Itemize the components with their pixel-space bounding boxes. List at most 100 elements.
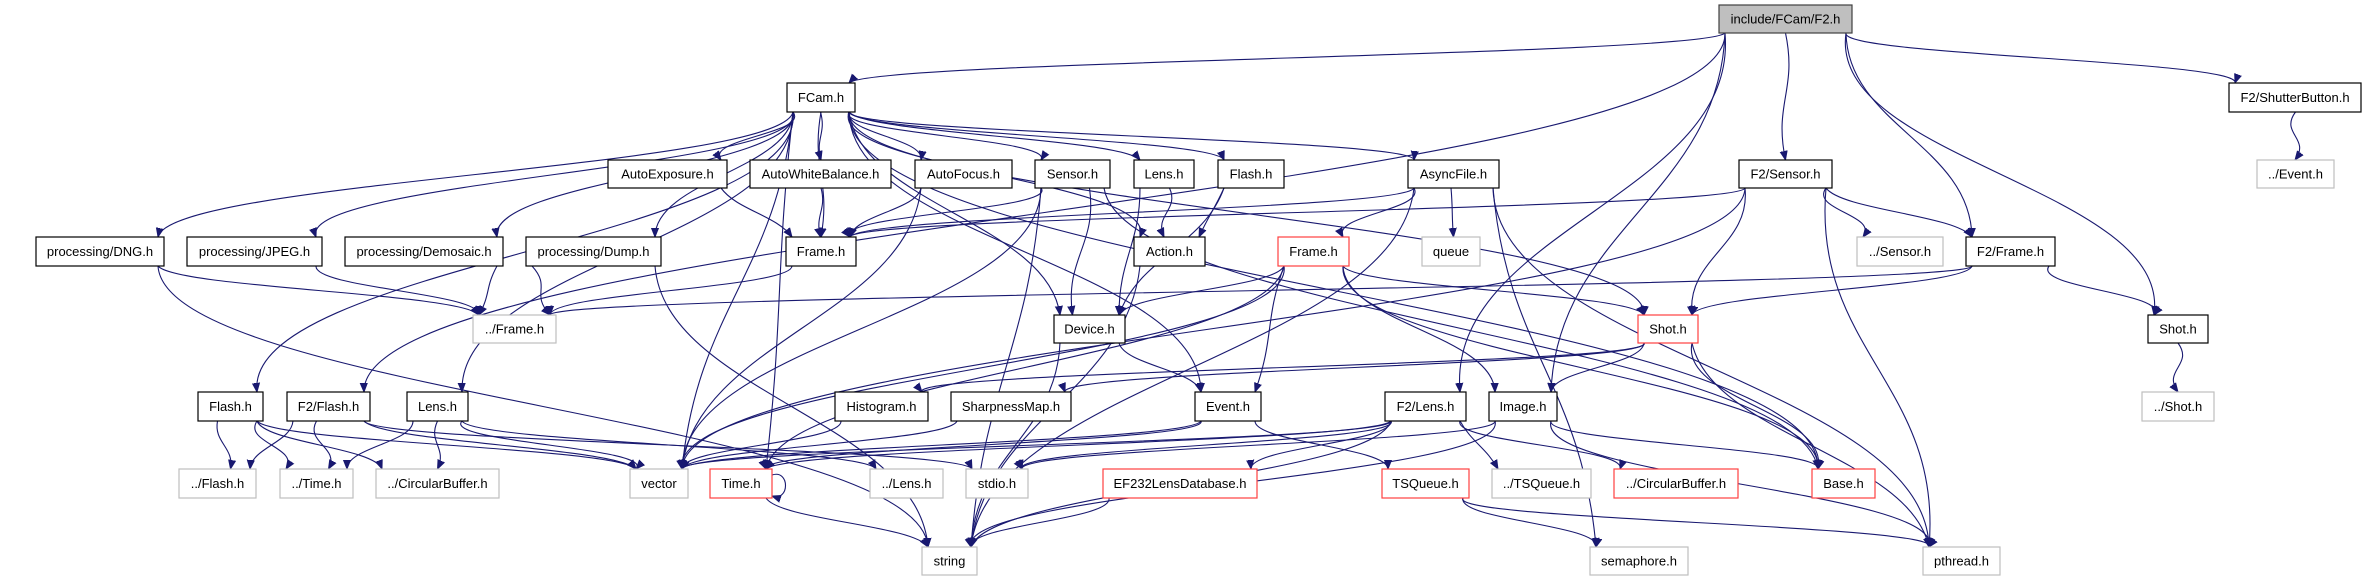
node-frame-up[interactable]: ../Frame.h (472, 314, 557, 344)
node-box[interactable] (1613, 468, 1739, 499)
node-box[interactable] (525, 236, 662, 267)
node-semaphore[interactable]: semaphore.h (1589, 546, 1689, 576)
node-box[interactable] (1491, 468, 1592, 499)
node-box[interactable] (1407, 159, 1500, 189)
node-flash2[interactable]: Flash.h (197, 391, 264, 422)
node-box[interactable] (1384, 391, 1467, 422)
node-box[interactable] (1053, 314, 1126, 344)
node-lens2[interactable]: Lens.h (406, 391, 469, 422)
node-box[interactable] (869, 468, 944, 499)
node-box[interactable] (709, 468, 773, 499)
node-box[interactable] (2228, 82, 2362, 113)
node-box[interactable] (1589, 546, 1689, 576)
node-frame-red[interactable]: Frame.h (1277, 236, 1350, 267)
node-sensor[interactable]: Sensor.h (1034, 159, 1111, 189)
node-shot[interactable]: Shot.h (2147, 314, 2209, 344)
node-pthread[interactable]: pthread.h (1922, 546, 2001, 576)
node-box[interactable] (2141, 391, 2215, 422)
node-box[interactable] (629, 468, 689, 499)
node-box[interactable] (1133, 159, 1195, 189)
node-f2shutter[interactable]: F2/ShutterButton.h (2228, 82, 2362, 113)
node-asyncfile[interactable]: AsyncFile.h (1407, 159, 1500, 189)
node-box[interactable] (1488, 391, 1558, 422)
node-box[interactable] (785, 236, 857, 267)
node-box[interactable] (406, 391, 469, 422)
node-box[interactable] (914, 159, 1013, 189)
node-box[interactable] (1381, 468, 1470, 499)
node-box[interactable] (1277, 236, 1350, 267)
node-cbuf-red[interactable]: ../CircularBuffer.h (1613, 468, 1739, 499)
node-autoexp[interactable]: AutoExposure.h (607, 159, 728, 189)
node-dng[interactable]: processing/DNG.h (35, 236, 165, 267)
node-box[interactable] (1194, 391, 1262, 422)
node-histogram[interactable]: Histogram.h (834, 391, 929, 422)
node-box[interactable] (607, 159, 728, 189)
node-box[interactable] (1965, 236, 2056, 267)
node-time-up[interactable]: ../Time.h (279, 468, 354, 499)
node-flash-up[interactable]: ../Flash.h (178, 468, 257, 499)
node-ev-up[interactable]: ../Event.h (2256, 159, 2335, 189)
node-box[interactable] (178, 468, 257, 499)
node-box[interactable] (786, 82, 856, 113)
node-tsqueue[interactable]: TSQueue.h (1381, 468, 1470, 499)
node-box[interactable] (950, 391, 1072, 422)
node-box[interactable] (921, 546, 978, 576)
node-sensor-up[interactable]: ../Sensor.h (1856, 236, 1944, 267)
node-box[interactable] (1133, 236, 1206, 267)
node-queue[interactable]: queue (1421, 236, 1481, 267)
node-flash[interactable]: Flash.h (1217, 159, 1285, 189)
node-f2flash[interactable]: F2/Flash.h (286, 391, 371, 422)
node-box[interactable] (1637, 314, 1699, 344)
node-box[interactable] (279, 468, 354, 499)
node-string[interactable]: string (921, 546, 978, 576)
node-box[interactable] (197, 391, 264, 422)
node-lens-up[interactable]: ../Lens.h (869, 468, 944, 499)
node-box[interactable] (1856, 236, 1944, 267)
node-frame[interactable]: Frame.h (785, 236, 857, 267)
node-box[interactable] (186, 236, 323, 267)
node-root[interactable]: include/FCam/F2.h (1718, 4, 1853, 34)
node-image[interactable]: Image.h (1488, 391, 1558, 422)
node-ef232[interactable]: EF232LensDatabase.h (1102, 468, 1258, 499)
node-box[interactable] (2256, 159, 2335, 189)
node-fcam[interactable]: FCam.h (786, 82, 856, 113)
node-shot-red[interactable]: Shot.h (1637, 314, 1699, 344)
node-box[interactable] (1102, 468, 1258, 499)
node-box[interactable] (1217, 159, 1285, 189)
node-f2frame[interactable]: F2/Frame.h (1965, 236, 2056, 267)
node-box[interactable] (1421, 236, 1481, 267)
node-tsqueue-up[interactable]: ../TSQueue.h (1491, 468, 1592, 499)
node-action[interactable]: Action.h (1133, 236, 1206, 267)
node-awb[interactable]: AutoWhiteBalance.h (749, 159, 892, 189)
node-box[interactable] (965, 468, 1029, 499)
node-box[interactable] (472, 314, 557, 344)
node-sharpness[interactable]: SharpnessMap.h (950, 391, 1072, 422)
node-autofocus[interactable]: AutoFocus.h (914, 159, 1013, 189)
node-box[interactable] (1718, 4, 1853, 34)
node-box[interactable] (834, 391, 929, 422)
node-f2sensor[interactable]: F2/Sensor.h (1738, 159, 1833, 189)
node-stdio[interactable]: stdio.h (965, 468, 1029, 499)
node-shot-up[interactable]: ../Shot.h (2141, 391, 2215, 422)
node-time[interactable]: Time.h (709, 468, 773, 499)
node-event[interactable]: Event.h (1194, 391, 1262, 422)
node-f2lens[interactable]: F2/Lens.h (1384, 391, 1467, 422)
node-box[interactable] (749, 159, 892, 189)
node-box[interactable] (344, 236, 504, 267)
node-box[interactable] (1034, 159, 1111, 189)
node-box[interactable] (375, 468, 500, 499)
node-lens[interactable]: Lens.h (1133, 159, 1195, 189)
node-box[interactable] (2147, 314, 2209, 344)
node-box[interactable] (286, 391, 371, 422)
node-base[interactable]: Base.h (1811, 468, 1876, 499)
node-box[interactable] (1738, 159, 1833, 189)
node-vector[interactable]: vector (629, 468, 689, 499)
node-box[interactable] (35, 236, 165, 267)
node-device[interactable]: Device.h (1053, 314, 1126, 344)
node-box[interactable] (1922, 546, 2001, 576)
node-demosaic[interactable]: processing/Demosaic.h (344, 236, 504, 267)
node-box[interactable] (1811, 468, 1876, 499)
node-cbuf-up[interactable]: ../CircularBuffer.h (375, 468, 500, 499)
node-dump[interactable]: processing/Dump.h (525, 236, 662, 267)
node-jpeg[interactable]: processing/JPEG.h (186, 236, 323, 267)
